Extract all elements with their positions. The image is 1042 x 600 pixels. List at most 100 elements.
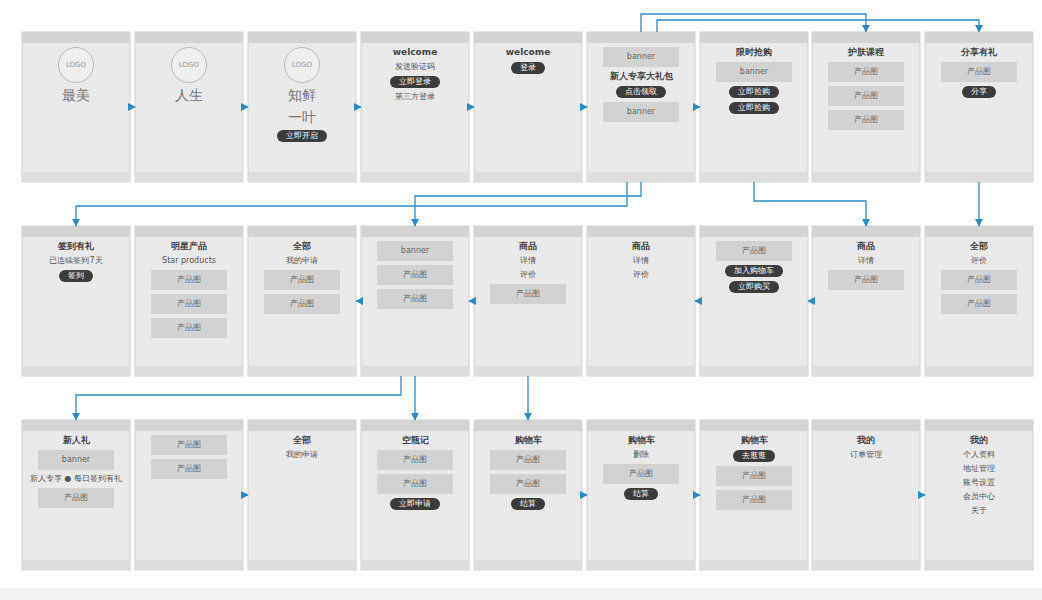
app-screen: LOGO知鲜一叶立即开启 xyxy=(248,32,356,182)
screen-body xyxy=(22,32,130,182)
status-bar xyxy=(925,420,1033,431)
status-bar xyxy=(135,420,243,431)
screen-text: 加入购物车 xyxy=(725,265,783,277)
screen-body xyxy=(361,420,469,570)
screen-text: 我的 xyxy=(857,435,875,446)
flow-arrow xyxy=(414,376,415,420)
page-ground xyxy=(0,588,1042,600)
screen-text: 新人专享大礼包 xyxy=(610,71,673,82)
tab-bar xyxy=(248,366,356,376)
screen-text: 分享有礼 xyxy=(961,47,997,58)
screen-body xyxy=(700,32,808,182)
screen-body xyxy=(248,226,356,376)
screen-text: 新人专享 ● 每日签到有礼 xyxy=(30,474,122,484)
screen-text: 账号设置 xyxy=(963,478,995,488)
screen-text: 全部 xyxy=(293,241,311,252)
status-bar xyxy=(587,420,695,431)
screen-body xyxy=(587,420,695,570)
tab-bar xyxy=(812,172,920,182)
screen-text: 地址管理 xyxy=(963,464,995,474)
app-screen: 我的个人资料地址管理账号设置会员中心关于 xyxy=(925,420,1033,570)
app-screen: 新人礼banner新人专享 ● 每日签到有礼产品图 xyxy=(22,420,130,570)
status-bar xyxy=(248,420,356,431)
screen-text: 详情 xyxy=(633,256,649,266)
app-screen: 全部我的申请产品图产品图 xyxy=(248,226,356,376)
tab-bar xyxy=(587,560,695,570)
screen-text: 结算 xyxy=(511,498,545,510)
screen-text: 空瓶记 xyxy=(402,435,429,446)
screen-frame xyxy=(22,226,130,376)
app-screen: 购物车产品图产品图结算 xyxy=(474,420,582,570)
tab-bar xyxy=(22,560,130,570)
screen-text: 已连续签到7天 xyxy=(49,256,102,266)
status-bar xyxy=(248,32,356,43)
screen-text: 产品图 xyxy=(377,450,453,470)
tab-bar xyxy=(700,366,808,376)
screen-body xyxy=(925,226,1033,376)
screen-text: 产品图 xyxy=(377,265,453,285)
flow-arrow xyxy=(808,300,812,301)
screen-frame xyxy=(474,420,582,570)
screen-text: welcome xyxy=(506,47,551,58)
app-screen: 签到有礼已连续签到7天签到 xyxy=(22,226,130,376)
screen-frame xyxy=(135,420,243,570)
flow-arrow xyxy=(469,106,474,107)
tab-bar xyxy=(135,560,243,570)
screen-text: 我的申请 xyxy=(286,256,318,266)
screen-body xyxy=(587,226,695,376)
screen-text: 产品图 xyxy=(151,459,227,479)
tab-bar xyxy=(248,172,356,182)
screen-frame xyxy=(812,420,920,570)
screen-frame xyxy=(361,32,469,182)
status-bar xyxy=(812,32,920,43)
screen-body xyxy=(474,32,582,182)
screen-frame xyxy=(587,32,695,182)
screen-text: 护肤课程 xyxy=(848,47,884,58)
screen-text: 关于 xyxy=(971,506,987,516)
screen-text: 立即购买 xyxy=(729,281,779,293)
screen-frame xyxy=(700,226,808,376)
screen-frame xyxy=(925,226,1033,376)
tab-bar xyxy=(925,366,1033,376)
screen-text: 产品图 xyxy=(716,490,792,510)
screen-text: 全部 xyxy=(970,241,988,252)
screen-text: 产品图 xyxy=(941,270,1017,290)
screen-body xyxy=(22,226,130,376)
screen-body xyxy=(812,32,920,182)
screen-text: LOGO xyxy=(171,47,207,83)
screen-body xyxy=(135,32,243,182)
tab-bar xyxy=(361,366,469,376)
screen-text: 产品图 xyxy=(151,294,227,314)
screen-frame xyxy=(248,32,356,182)
screen-text: 发送验证码 xyxy=(395,62,435,72)
screen-text: 产品图 xyxy=(151,270,227,290)
screen-text: LOGO xyxy=(58,47,94,83)
flow-arrow xyxy=(695,106,700,107)
tab-bar xyxy=(587,366,695,376)
screen-frame xyxy=(135,32,243,182)
tab-bar xyxy=(474,366,582,376)
screen-frame xyxy=(248,420,356,570)
screen-text: 产品图 xyxy=(264,270,340,290)
screen-text: 产品图 xyxy=(151,435,227,455)
flow-arrow xyxy=(469,300,474,301)
flow-arrow xyxy=(582,494,587,495)
screen-text: 签到有礼 xyxy=(58,241,94,252)
screen-text: 分享 xyxy=(962,86,996,98)
screen-text: 产品图 xyxy=(603,464,679,484)
screen-text: 产品图 xyxy=(377,289,453,309)
flow-arrow xyxy=(754,182,866,226)
screen-body xyxy=(700,420,808,570)
screen-frame xyxy=(361,226,469,376)
flow-arrow xyxy=(130,106,135,107)
screen-frame xyxy=(22,420,130,570)
screen-text: 点击领取 xyxy=(616,86,666,98)
screen-text: 产品图 xyxy=(377,474,453,494)
tab-bar xyxy=(361,560,469,570)
screen-body xyxy=(474,420,582,570)
status-bar xyxy=(135,226,243,237)
status-bar xyxy=(700,32,808,43)
screen-frame xyxy=(587,420,695,570)
tab-bar xyxy=(812,560,920,570)
tab-bar xyxy=(925,560,1033,570)
